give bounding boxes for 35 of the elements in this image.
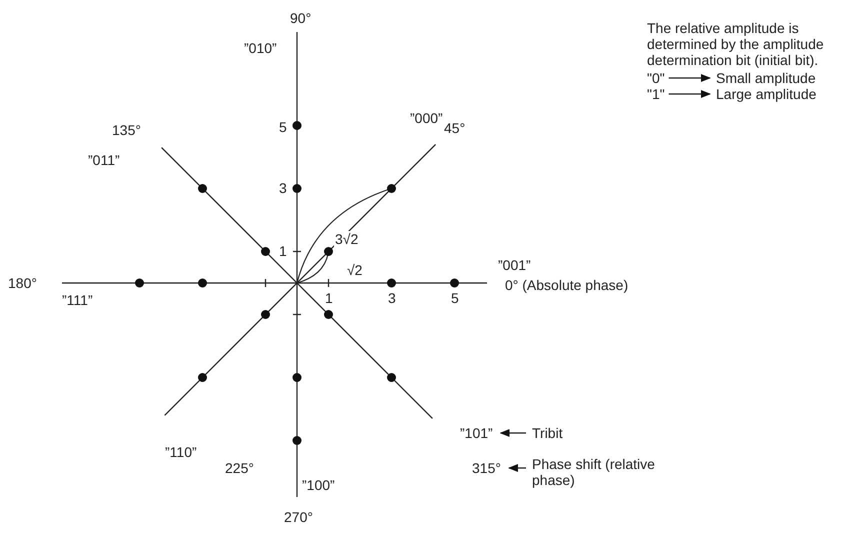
axis-number: 5	[451, 290, 459, 306]
annotation-text: Phase shift (relative phase)	[532, 456, 657, 488]
angle-label: 90°	[290, 10, 312, 26]
annotation-text: "0"	[647, 70, 665, 86]
axis-number: 1	[325, 290, 333, 306]
annotation-text: "1"	[647, 86, 665, 102]
axis-number: 5	[279, 119, 287, 135]
dimension-label: √2	[346, 262, 364, 278]
annotation-text: Small amplitude	[716, 70, 816, 86]
bit-code-label: ”001”	[498, 257, 531, 273]
bit-code-label: ”100”	[302, 477, 335, 493]
axis-number: 1	[279, 243, 287, 259]
annotation-text: 315°	[472, 460, 501, 476]
annotation-text: Tribit	[532, 425, 563, 441]
angle-label: 225°	[225, 460, 254, 476]
dimension-label: 3√2	[334, 231, 360, 247]
annotation-text: ”101”	[460, 425, 493, 441]
note-text: The relative amplitude is determined by the amplitude determination bit (initial bit).	[647, 20, 825, 68]
arrow	[668, 74, 711, 82]
axis-number: 3	[388, 290, 396, 306]
angle-label: 270°	[284, 509, 313, 525]
arrow	[500, 429, 526, 437]
bit-code-label: ”111”	[62, 292, 93, 308]
angle-label: 45°	[444, 120, 466, 136]
arrow	[668, 90, 711, 98]
bit-code-label: ”011”	[88, 152, 120, 168]
annotation-text: Large amplitude	[716, 86, 816, 102]
axis-caption: 0° (Absolute phase)	[505, 277, 628, 293]
arrow	[508, 464, 526, 472]
bit-code-label: ”000”	[410, 110, 443, 126]
bit-code-label: ”010”	[244, 40, 277, 56]
bit-code-label: ”110”	[165, 444, 197, 460]
axis-number: 3	[279, 180, 287, 196]
angle-label: 180°	[8, 275, 37, 291]
angle-label: 135°	[112, 122, 141, 138]
